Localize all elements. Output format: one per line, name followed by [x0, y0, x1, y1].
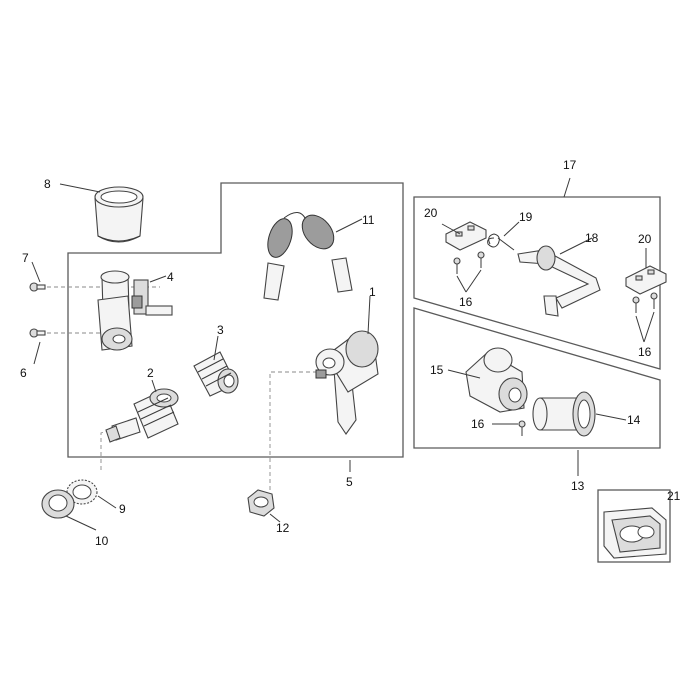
part-screws-group-a — [453, 251, 485, 274]
part-hook-rod — [517, 245, 601, 317]
callout-7: 7 — [22, 251, 29, 265]
part-screws-group-b — [632, 292, 658, 313]
callout-21: 21 — [667, 489, 681, 503]
part-lock-barrel — [105, 388, 179, 443]
lock-kit-frame — [67, 182, 404, 458]
part-clip-right — [625, 265, 667, 295]
part-sleeve — [94, 186, 144, 243]
callout-12: 12 — [276, 521, 290, 535]
callout-14: 14 — [627, 413, 641, 427]
part-keys — [263, 212, 353, 301]
callout-16-screws-right: 16 — [638, 345, 652, 359]
part-kit-box — [597, 489, 671, 563]
callout-17: 17 — [563, 158, 577, 172]
callout-15: 15 — [430, 363, 444, 377]
part-screw-single — [518, 420, 526, 436]
callout-18: 18 — [585, 231, 599, 245]
callout-5: 5 — [346, 475, 353, 489]
callout-1: 1 — [369, 285, 376, 299]
callout-4: 4 — [167, 270, 174, 284]
callout-8: 8 — [44, 177, 51, 191]
callout-20-right: 20 — [638, 232, 652, 246]
seat-lock-frame — [413, 307, 661, 449]
callout-labels: 1 2 3 4 5 6 7 8 9 10 11 12 13 14 15 16 1… — [20, 158, 681, 548]
part-spring — [487, 233, 515, 251]
callout-2: 2 — [147, 366, 154, 380]
callout-10: 10 — [95, 534, 109, 548]
callout-3: 3 — [217, 323, 224, 337]
part-clip-left — [445, 221, 487, 251]
callout-20-left: 20 — [424, 206, 438, 220]
part-tube — [532, 391, 596, 437]
part-screw-upper — [29, 282, 46, 292]
callout-13: 13 — [571, 479, 585, 493]
callout-9: 9 — [119, 502, 126, 516]
part-ignition-lock-body — [97, 270, 173, 351]
part-screw-lower — [29, 328, 46, 338]
callout-16-screws-left: 16 — [459, 295, 473, 309]
callout-19: 19 — [519, 210, 533, 224]
part-main-lock — [315, 330, 379, 435]
part-hex-nut — [247, 489, 275, 517]
callout-6: 6 — [20, 366, 27, 380]
assembly-line-barrel-1 — [269, 371, 318, 490]
part-small-cylinder — [193, 351, 239, 397]
part-ring-nut — [41, 489, 75, 519]
callout-16-screw-single: 16 — [471, 417, 485, 431]
leader-lines — [31, 177, 655, 531]
callout-11: 11 — [362, 213, 375, 227]
saddle-hook-frame — [413, 196, 661, 370]
part-seat-lock-cylinder — [465, 347, 528, 413]
